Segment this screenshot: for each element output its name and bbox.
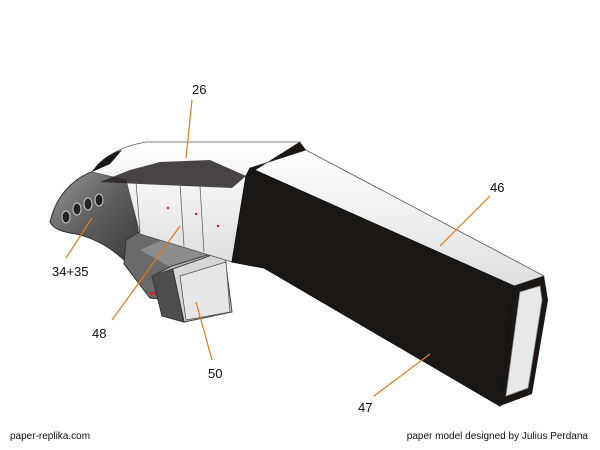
panel-seam-3 (199, 185, 205, 253)
detail-dot-1 (166, 206, 170, 210)
grip-body (49, 169, 139, 263)
part-label-50: 50 (208, 366, 222, 381)
part-50-shape (151, 249, 233, 323)
grip-assembly (49, 169, 139, 263)
grip-hole-2 (72, 202, 82, 216)
detail-dot-2 (194, 212, 198, 216)
site-credit: paper-replika.com (10, 431, 91, 442)
leader-lines (65, 99, 491, 397)
part-label-26: 26 (192, 82, 206, 97)
leader-46 (439, 195, 491, 247)
leader-48 (111, 225, 181, 321)
panel-seam-1 (135, 181, 141, 233)
part-label-47: 47 (358, 400, 372, 415)
upper-front-trim (92, 150, 122, 172)
upper-black-band (100, 160, 246, 188)
panel-seam-2 (179, 183, 185, 247)
grip-hole-3 (83, 197, 93, 211)
box-front-face (179, 261, 231, 321)
part-label-48: 48 (92, 326, 106, 341)
grip-hole-1 (61, 210, 71, 224)
designer-credit: paper model designed by Julius Perdana (406, 431, 588, 442)
leader-26 (185, 99, 193, 159)
part-47-shape (231, 167, 548, 407)
part-label-46: 46 (490, 180, 504, 195)
grip-hole-4 (94, 193, 104, 207)
detail-dot-3 (216, 224, 220, 228)
part-label-34-35: 34+35 (52, 264, 89, 279)
barrel-end-face (505, 285, 543, 397)
barrel-collar-top (246, 142, 306, 176)
red-marker (150, 292, 158, 295)
leader-47 (373, 353, 431, 397)
leader-50 (195, 301, 213, 361)
leader-34-35 (65, 217, 93, 259)
